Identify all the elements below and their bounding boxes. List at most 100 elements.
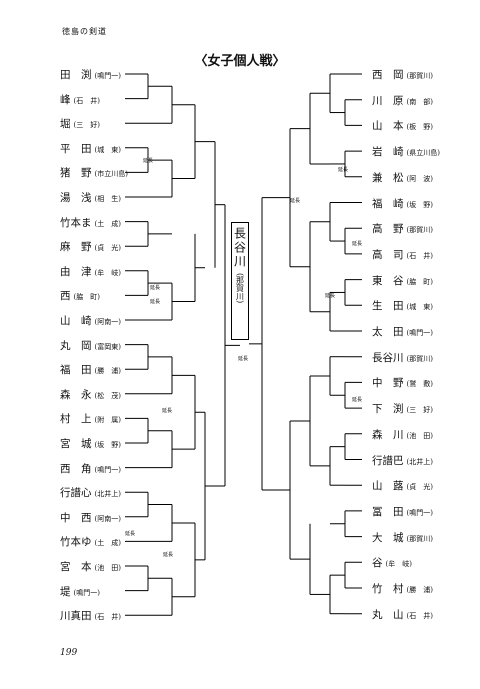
extension-label: 延長 <box>162 408 173 414</box>
competitor-school: (池 田) <box>94 564 121 572</box>
competitor-name: 竹本ゆ <box>60 536 92 549</box>
competitor: 峰(石 井) <box>60 92 100 107</box>
competitor-school: (阿南一) <box>94 318 121 326</box>
competitor: 村 上(附 属) <box>60 411 121 426</box>
extension-label: 延長 <box>290 198 301 204</box>
competitor-school: (那賀川) <box>406 226 433 235</box>
competitor-name: 中 西 <box>60 511 92 524</box>
competitor-school: (那賀川) <box>406 72 433 80</box>
competitor: 山 本(板 野) <box>372 118 433 133</box>
competitor-name: 竹本ま <box>60 216 92 229</box>
competitor-school: (鳴門一) <box>73 588 100 597</box>
competitor: 川真田(石 井) <box>60 608 121 623</box>
competitor: 森 川(池 田) <box>372 427 433 442</box>
extension-label: 延長 <box>352 397 363 403</box>
competitor-name: 東 谷 <box>372 274 404 287</box>
competitor: 丸 山(石 井) <box>372 607 433 622</box>
competitor-name: 山 崎 <box>60 315 92 327</box>
extension-label: 延長 <box>150 299 161 305</box>
competitor-name: 西 岡 <box>372 69 404 81</box>
running-header: 徳島の剣道 <box>62 27 107 36</box>
competitor-school: (北井上) <box>94 490 121 499</box>
competitor-school: (石 井) <box>94 613 121 622</box>
competitor-school: (脇 町) <box>73 293 100 302</box>
competitor-name: 竹 村 <box>372 583 404 595</box>
competitor: 中 野(鷲 敷) <box>372 375 433 390</box>
competitor-name: 川 原 <box>372 94 404 107</box>
competitor-school: (城 東) <box>406 303 433 312</box>
competitor-name: 宮 本 <box>60 561 92 573</box>
competitor: 堤(鳴門一) <box>60 584 100 599</box>
competitor-school: (鷲 敷) <box>406 380 433 389</box>
competitor: 福 田(勝 浦) <box>60 362 121 377</box>
competitor: 高 野(那賀川) <box>372 221 433 236</box>
competitor-name: 丸 岡 <box>60 339 92 352</box>
competitor: 山 崎(阿南一) <box>60 313 121 328</box>
competitor-school: (那賀川) <box>406 534 433 543</box>
competitor-school: (富岡東) <box>94 342 121 351</box>
competitor-school: (松 茂) <box>94 391 121 400</box>
extension-label: 延長 <box>150 285 161 291</box>
competitor: 行譜巴(北井上) <box>372 453 433 468</box>
competitor-name: 堤 <box>60 585 71 598</box>
competitor: 福 崎(坂 野) <box>372 196 433 211</box>
competitor-school: (土 成) <box>94 219 121 228</box>
competitor: 平 田(城 東) <box>60 141 121 156</box>
competitor: 大 城(那賀川) <box>372 530 433 545</box>
competitor-school: (板 野) <box>406 123 433 132</box>
competitor-school: (鳴門一) <box>406 329 433 337</box>
competitor: 下 渕(三 好) <box>372 401 433 416</box>
competitor-name: 田 渕 <box>60 69 92 81</box>
page-title: 〈女子個人戦〉 <box>194 54 286 69</box>
competitor-name: 行譜心 <box>60 487 92 500</box>
competitor-school: (県立川島) <box>406 149 440 158</box>
competitor-name: 山 本 <box>372 120 404 133</box>
competitor-school: (石 井) <box>406 251 433 260</box>
competitor-school: (三 好) <box>406 406 433 415</box>
competitor-school: (北井上) <box>406 457 433 466</box>
competitor-name: 村 上 <box>60 413 92 426</box>
competitor: 森 永(松 茂) <box>60 387 121 402</box>
competitor: 竹本ゆ(土 成) <box>60 534 121 549</box>
page-number: 199 <box>60 648 78 658</box>
competitor: 猪 野(市立川島) <box>60 165 128 180</box>
champion-box: 長谷川 (那賀川) <box>231 222 249 340</box>
competitor-name: 由 津 <box>60 265 92 278</box>
competitor-name: 森 川 <box>372 428 404 441</box>
competitor: 東 谷(脇 町) <box>372 273 433 288</box>
competitor: 太 田(鳴門一) <box>372 324 433 339</box>
competitor: 竹 村(勝 浦) <box>372 581 433 596</box>
competitor: 堀(三 好) <box>60 116 100 131</box>
competitor-school: (牟 岐) <box>94 268 121 277</box>
competitor: 丸 岡(富岡東) <box>60 338 121 353</box>
competitor-school: (脇 町) <box>406 277 433 286</box>
competitor: 竹本ま(土 成) <box>60 215 121 230</box>
competitor-school: (南 部) <box>406 97 433 106</box>
competitor: 田 渕(鳴門一) <box>60 67 121 82</box>
competitor: 冨 田(鳴門一) <box>372 504 433 519</box>
competitor: 谷(牟 岐) <box>372 555 412 570</box>
competitor-school: (石 井) <box>406 611 433 620</box>
competitor-name: 猪 野 <box>60 167 92 180</box>
competitor-school: (阿南一) <box>94 514 121 523</box>
competitor: 中 西(阿南一) <box>60 510 121 525</box>
competitor: 川 原(南 部) <box>372 93 433 108</box>
competitor-name: 川真田 <box>60 610 92 623</box>
competitor: 兼 松(阿 波) <box>372 170 433 185</box>
competitor-name: 宮 城 <box>60 438 92 450</box>
competitor-school: (那賀川) <box>406 354 433 363</box>
competitor-name: 堀 <box>60 118 71 131</box>
competitor-name: 湯 浅 <box>60 192 92 204</box>
competitor: 西 岡(那賀川) <box>372 67 433 82</box>
competitor: 生 田(城 東) <box>372 298 433 313</box>
competitor: 湯 浅(相 生) <box>60 190 121 205</box>
competitor: 由 津(牟 岐) <box>60 264 121 279</box>
extension-label: 延長 <box>125 531 136 537</box>
competitor-name: 兼 松 <box>372 171 404 184</box>
competitor-name: 長谷川 <box>372 351 404 364</box>
extension-label: 延長 <box>238 356 249 362</box>
champion-school: (那賀川) <box>235 273 245 304</box>
competitor-school: (貞 光) <box>94 244 121 253</box>
competitor-name: 西 <box>60 290 71 303</box>
